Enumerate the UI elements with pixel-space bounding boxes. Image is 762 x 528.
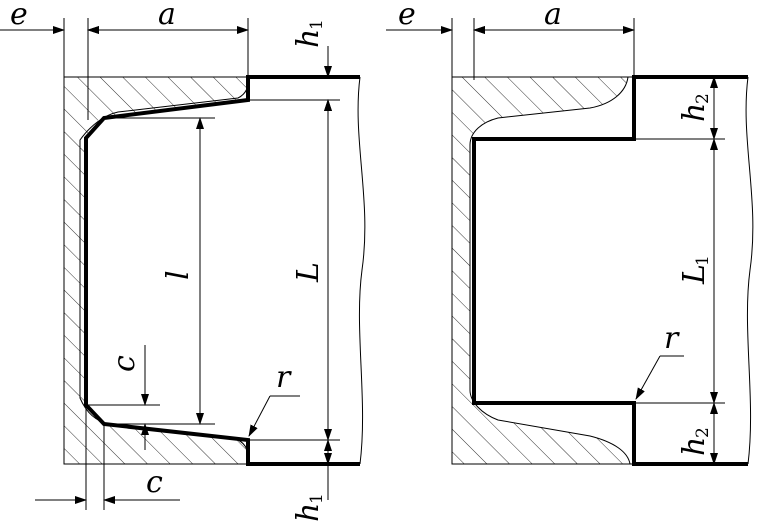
- right-label-h2-bottom: h: [677, 437, 712, 456]
- right-break-line: [745, 76, 754, 465]
- left-mould-section: [64, 77, 247, 464]
- left-label-c-upper: c: [107, 355, 142, 372]
- left-part-profile: [84, 75, 360, 466]
- right-mould-outline: [451, 76, 634, 465]
- left-figure: e a h 1 l L c c r h 1: [0, 0, 366, 522]
- left-label-h1-bottom: h: [291, 503, 326, 522]
- right-label-L1-sub: 1: [693, 255, 713, 266]
- left-label-L: L: [291, 262, 326, 283]
- right-label-h2-bottom-sub: 2: [693, 427, 713, 438]
- left-label-h1-bottom-sub: 1: [307, 493, 327, 504]
- left-label-h1-top: h: [291, 29, 326, 48]
- right-label-h2-top: h: [677, 103, 712, 122]
- left-label-h1-top-sub: 1: [307, 19, 327, 30]
- left-label-a: a: [158, 0, 176, 32]
- right-label-L1: L: [677, 264, 712, 285]
- left-label-c-lower: c: [146, 465, 163, 500]
- right-label-a: a: [544, 0, 562, 32]
- right-part-profile: [472, 75, 748, 466]
- right-figure: e a h 2 L 1 r h 2: [386, 0, 754, 466]
- right-mould-section: [452, 77, 630, 464]
- left-label-l: l: [161, 270, 196, 280]
- right-label-r: r: [664, 321, 680, 356]
- left-break-line: [357, 76, 366, 465]
- left-label-r: r: [276, 360, 292, 395]
- right-label-h2-top-sub: 2: [693, 93, 713, 104]
- left-label-e: e: [10, 0, 28, 32]
- right-label-e: e: [398, 0, 416, 32]
- left-mould-outline: [63, 76, 249, 465]
